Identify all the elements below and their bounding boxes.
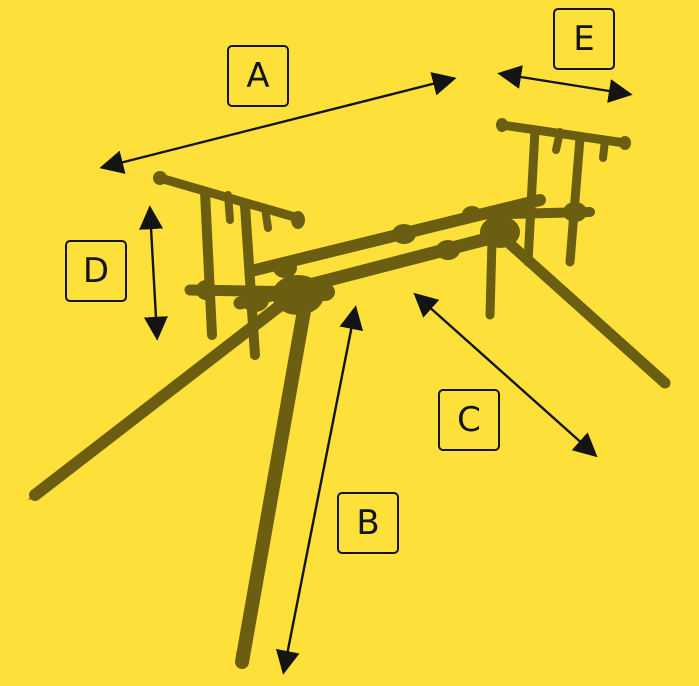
dimension-label-d: D	[65, 240, 127, 302]
rod-pod-silhouette	[28, 118, 671, 669]
arrow-a	[99, 72, 457, 174]
dimension-label-c: C	[438, 389, 500, 451]
front-upright-3	[224, 191, 234, 224]
dimension-label-a: A	[227, 45, 289, 107]
back-upright-3	[552, 128, 564, 154]
dimension-label-e: E	[553, 8, 615, 70]
arrow-e	[497, 65, 633, 103]
arrow-b	[275, 305, 364, 675]
front-upright-4	[261, 204, 272, 232]
back-upright-2	[565, 133, 585, 267]
back-upright-4	[599, 136, 609, 162]
back-middle-leg	[485, 235, 497, 320]
front-left-leg	[29, 292, 296, 501]
front-upright-1	[200, 187, 217, 340]
dimension-arrows	[99, 65, 633, 675]
dimension-label-b: B	[337, 492, 399, 554]
arrow-d	[139, 205, 168, 341]
joint-clamps	[28, 118, 670, 668]
arrow-c	[413, 292, 598, 458]
